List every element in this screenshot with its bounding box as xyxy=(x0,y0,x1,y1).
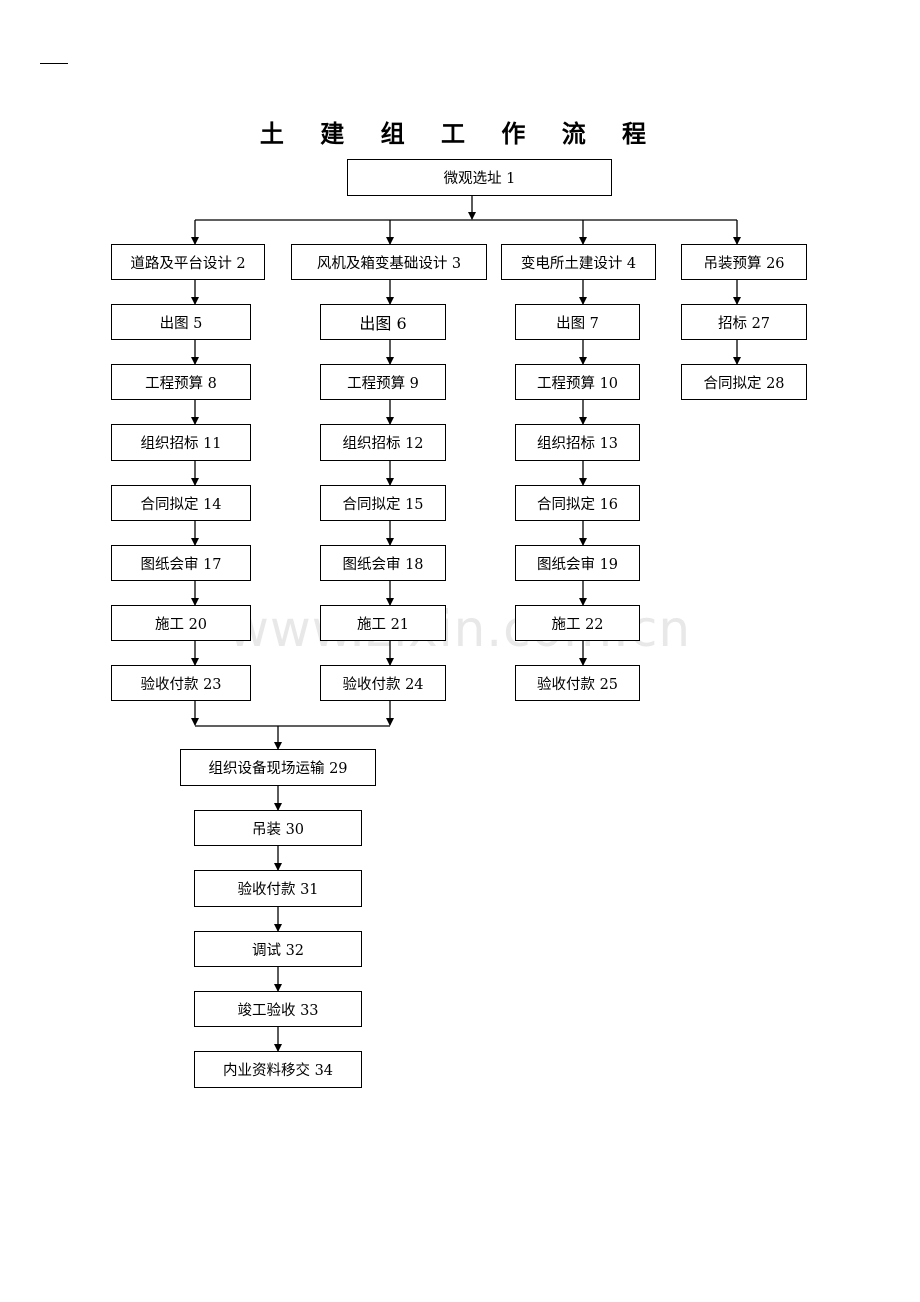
node-19: 图纸会审 19 xyxy=(515,545,640,581)
node-15: 合同拟定 15 xyxy=(320,485,446,521)
node-9: 工程预算 9 xyxy=(320,364,446,400)
node-5: 出图 5 xyxy=(111,304,251,340)
node-20: 施工 20 xyxy=(111,605,251,641)
node-18: 图纸会审 18 xyxy=(320,545,446,581)
node-29: 组织设备现场运输 29 xyxy=(180,749,376,786)
node-22: 施工 22 xyxy=(515,605,640,641)
node-11: 组织招标 11 xyxy=(111,424,251,461)
node-32: 调试 32 xyxy=(194,931,362,967)
node-21: 施工 21 xyxy=(320,605,446,641)
node-3: 风机及箱变基础设计 3 xyxy=(291,244,487,280)
node-27: 招标 27 xyxy=(681,304,807,340)
node-7: 出图 7 xyxy=(515,304,640,340)
node-26: 吊装预算 26 xyxy=(681,244,807,280)
node-14: 合同拟定 14 xyxy=(111,485,251,521)
node-1: 微观选址 1 xyxy=(347,159,612,196)
node-24: 验收付款 24 xyxy=(320,665,446,701)
node-33: 竣工验收 33 xyxy=(194,991,362,1027)
node-6: 出图 6 xyxy=(320,304,446,340)
node-13: 组织招标 13 xyxy=(515,424,640,461)
node-10: 工程预算 10 xyxy=(515,364,640,400)
node-28: 合同拟定 28 xyxy=(681,364,807,400)
node-25: 验收付款 25 xyxy=(515,665,640,701)
page-title: 土 建 组 工 作 流 程 xyxy=(259,120,661,148)
node-16: 合同拟定 16 xyxy=(515,485,640,521)
node-34: 内业资料移交 34 xyxy=(194,1051,362,1088)
node-17: 图纸会审 17 xyxy=(111,545,251,581)
node-8: 工程预算 8 xyxy=(111,364,251,400)
node-30: 吊装 30 xyxy=(194,810,362,846)
node-23: 验收付款 23 xyxy=(111,665,251,701)
node-31: 验收付款 31 xyxy=(194,870,362,907)
node-4: 变电所土建设计 4 xyxy=(501,244,656,280)
node-12: 组织招标 12 xyxy=(320,424,446,461)
node-2: 道路及平台设计 2 xyxy=(111,244,265,280)
corner-dash xyxy=(40,63,68,64)
